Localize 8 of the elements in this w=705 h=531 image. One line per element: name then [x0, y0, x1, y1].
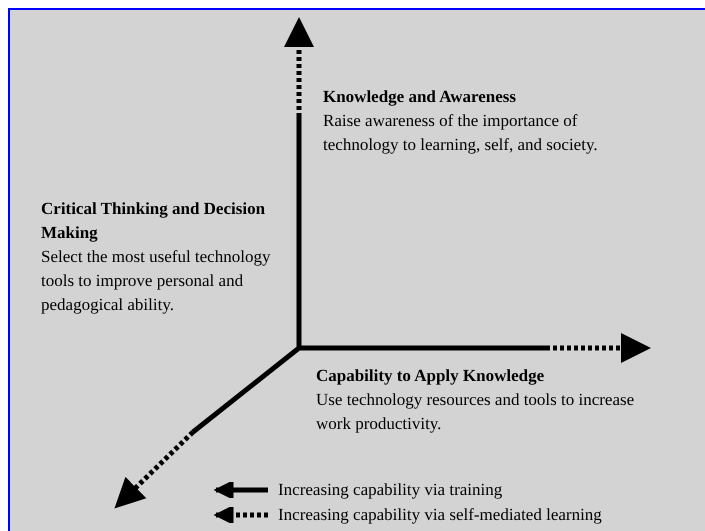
- legend-text: Increasing capability via self-mediated learning: [278, 504, 602, 526]
- heading: Knowledge and Awareness: [323, 86, 518, 108]
- heading: Capability to Apply Knowledge: [316, 365, 546, 387]
- heading: Critical Thinking and Decision Making: [41, 198, 266, 244]
- description: Raise awareness of the importance of technology to learning, self, and society.: [323, 110, 599, 156]
- description: Select the most useful technology tools to improve personal and pedagogical ability.: [41, 246, 272, 316]
- legend-text: Increasing capability via training: [278, 478, 502, 501]
- description: Use technology resources and tools to increase work productivity.: [316, 389, 636, 435]
